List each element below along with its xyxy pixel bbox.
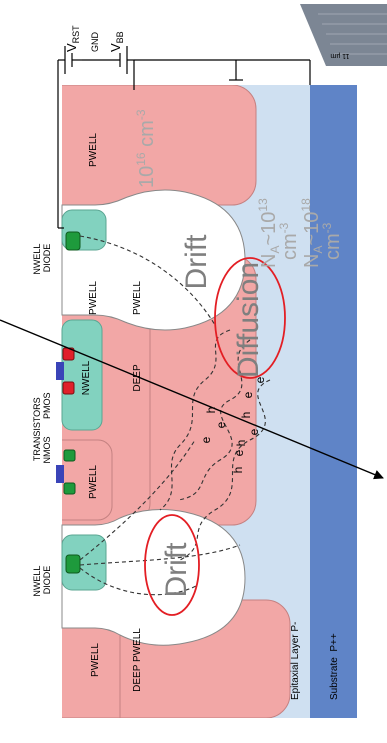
doping-well: 1016 cm-3 (134, 109, 158, 188)
drift-label-top: Drift (180, 234, 213, 290)
carrier-h: h (234, 440, 248, 447)
diffusion-path-1 (177, 339, 251, 501)
epitaxial-layer-label: Epitaxial Layer P- (290, 622, 301, 700)
carrier-e: e (253, 376, 267, 383)
path-to-bottom-diode-3 (79, 567, 199, 596)
doping-labels: 1016 cm-3 NA~1013 cm-3 NA~1018 cm-3 (134, 109, 344, 268)
carrier-e: e (214, 421, 228, 428)
well-label-pwell-bottom: PWELL (90, 643, 101, 677)
supply-labels: VRST GND VBB (64, 25, 125, 52)
well-label-pwell-deep: PWELL (132, 281, 143, 315)
inset-scale-label: 11 µm (330, 52, 349, 59)
well-label-pwell-nmos: PWELL (88, 465, 99, 499)
well-label-deep-pwell: DEEP PWELL (132, 628, 143, 692)
substrate-layer (310, 85, 357, 718)
well-label-pwell-top: PWELL (88, 133, 99, 167)
carrier-h: h (239, 412, 253, 419)
transistors-label: TRANSISTORS NMOS PMOS (32, 392, 52, 463)
path-to-bottom-diode-2 (79, 544, 241, 566)
layer-labels: Epitaxial Layer P- Substrate P++ (290, 622, 340, 700)
doping-substrate-unit: cm-3 (320, 222, 344, 260)
carrier-labels: e e h e h e h e h e (199, 376, 267, 473)
path-to-bottom-diode-1 (79, 439, 196, 561)
carrier-e: e (241, 391, 255, 398)
bias-wiring (57, 46, 311, 229)
nwell-diode-bottom-implant (61, 534, 107, 591)
carrier-e: e (247, 428, 261, 435)
well-labels: PWELL PWELL PWELL NWELL DEEP PWELL PWELL… (81, 133, 143, 692)
contact-pmos-source (62, 381, 75, 395)
drift-label-bottom: Drift (160, 542, 193, 598)
nwell-diode-top-label: NWELL DIODE (32, 241, 52, 274)
nwell-diode-bottom-label: NWELL DIODE (32, 563, 52, 596)
device-labels: NWELL DIODE TRANSISTORS NMOS PMOS NWELL … (32, 241, 52, 597)
doping-epi-unit: cm-3 (277, 222, 301, 260)
contact-diode-bottom (65, 554, 81, 574)
path-to-top-diode (79, 235, 216, 326)
nwell-diode-bottom (61, 509, 246, 646)
region-labels: Drift Diffusion Drift (160, 234, 265, 598)
gate-pmos (56, 362, 64, 380)
particle-track (0, 319, 384, 480)
drift-highlight (144, 514, 200, 616)
diffusion-path-3 (159, 329, 231, 511)
diffusion-path-2 (179, 379, 271, 561)
contact-nmos-source (63, 482, 76, 495)
nwell-diode-top (61, 189, 246, 331)
contact-diode-top (65, 231, 81, 251)
doping-epi: NA~1013 (256, 198, 282, 268)
carrier-e: e (232, 449, 246, 456)
carrier-h: h (204, 407, 218, 414)
carrier-h: h (231, 467, 245, 474)
gnd-label: GND (90, 32, 100, 53)
contact-nmos-drain (63, 449, 76, 462)
well-label-deep: DEEP (132, 364, 143, 392)
detector-inset: 11 µm (300, 4, 387, 66)
vrst-label: VRST (64, 25, 81, 52)
diffusion-label: Diffusion (232, 262, 265, 378)
vbb-label: VBB (108, 31, 125, 52)
well-label-pwell-upper: PWELL (88, 281, 99, 315)
doping-substrate: NA~1018 (299, 198, 325, 268)
gate-nmos (56, 465, 64, 483)
well-label-nwell: NWELL (81, 360, 92, 395)
charge-paths (79, 235, 271, 596)
diffusion-highlight (214, 257, 286, 379)
substrate-label: Substrate P++ (329, 633, 340, 700)
carrier-e: e (199, 436, 213, 443)
